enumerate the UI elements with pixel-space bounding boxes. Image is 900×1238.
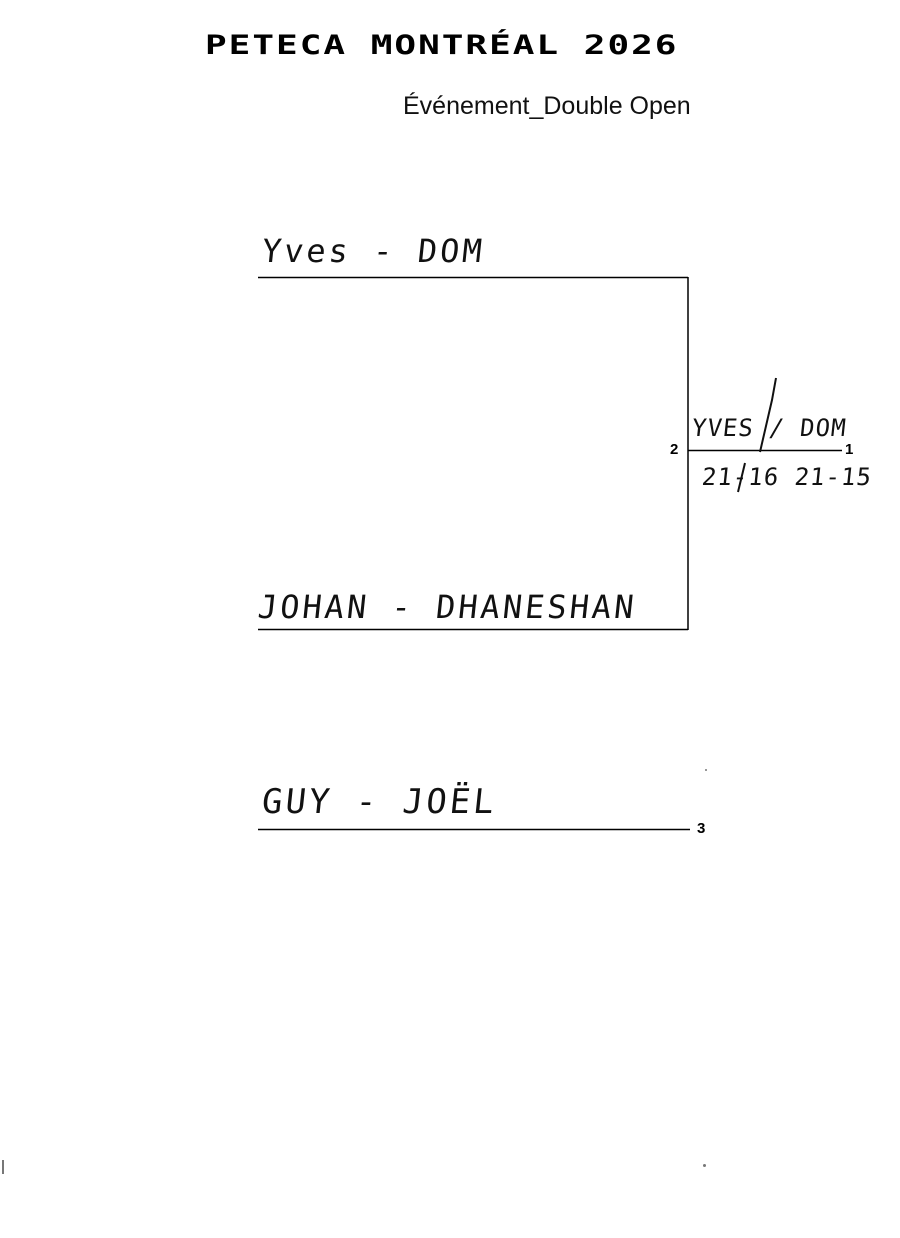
- pen-stroke: [737, 462, 746, 493]
- team-entry-2: JOHAN - DHANESHAN: [256, 588, 639, 626]
- seed-label-2: 2: [670, 441, 679, 458]
- pen-stroke: [759, 377, 777, 453]
- event-title: PETECA MONTRÉAL 2026: [205, 30, 679, 61]
- winner-team: YVES / DOM: [690, 414, 848, 442]
- team-entry-3: GUY - JOËL: [259, 782, 499, 822]
- team-entry-1: Yves - DOM: [260, 232, 487, 270]
- event-subtitle: Événement_Double Open: [403, 92, 691, 120]
- scan-speck: [705, 769, 707, 771]
- seed-label-1: 1: [845, 441, 854, 458]
- scan-speck: [703, 1164, 706, 1167]
- match-score: 21-16 21-15: [700, 463, 874, 491]
- seed-label-3: 3: [697, 820, 706, 837]
- scan-speck: [2, 1160, 4, 1174]
